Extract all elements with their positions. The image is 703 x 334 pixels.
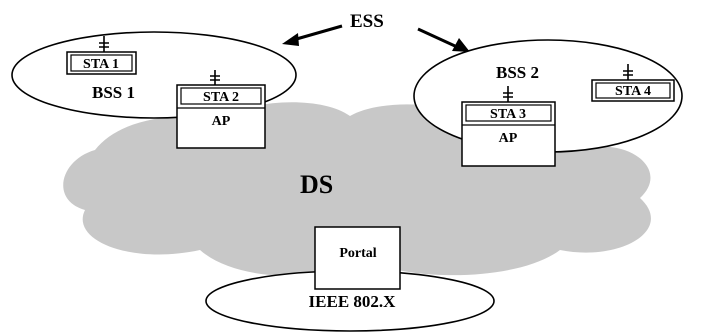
- portal-node: Portal: [314, 226, 401, 290]
- sta1-label: STA 1: [83, 57, 119, 72]
- ess-arrow-right: [417, 27, 470, 52]
- antenna-icon: [99, 36, 109, 52]
- bss1-label: BSS 1: [92, 83, 135, 102]
- antenna-icon: [210, 70, 220, 85]
- sta4-label: STA 4: [615, 84, 651, 99]
- lan-label: IEEE 802.X: [309, 292, 397, 311]
- bss2-label: BSS 2: [496, 63, 539, 82]
- sta3-ap-node: STA 3 AP: [461, 86, 556, 167]
- sta1-node: STA 1: [66, 36, 137, 75]
- sta2-label: STA 2: [203, 90, 239, 105]
- ap1-label: AP: [212, 114, 231, 129]
- sta3-label: STA 3: [490, 107, 526, 122]
- antenna-icon: [623, 64, 633, 80]
- antenna-icon: [503, 86, 513, 102]
- ess-arrow-left: [282, 24, 343, 46]
- sta4-node: STA 4: [591, 64, 675, 102]
- ess-label: ESS: [350, 11, 384, 32]
- sta2-ap-node: STA 2 AP: [176, 70, 266, 149]
- ap2-label: AP: [499, 131, 518, 146]
- ds-label: DS: [300, 170, 333, 199]
- portal-label: Portal: [339, 246, 376, 261]
